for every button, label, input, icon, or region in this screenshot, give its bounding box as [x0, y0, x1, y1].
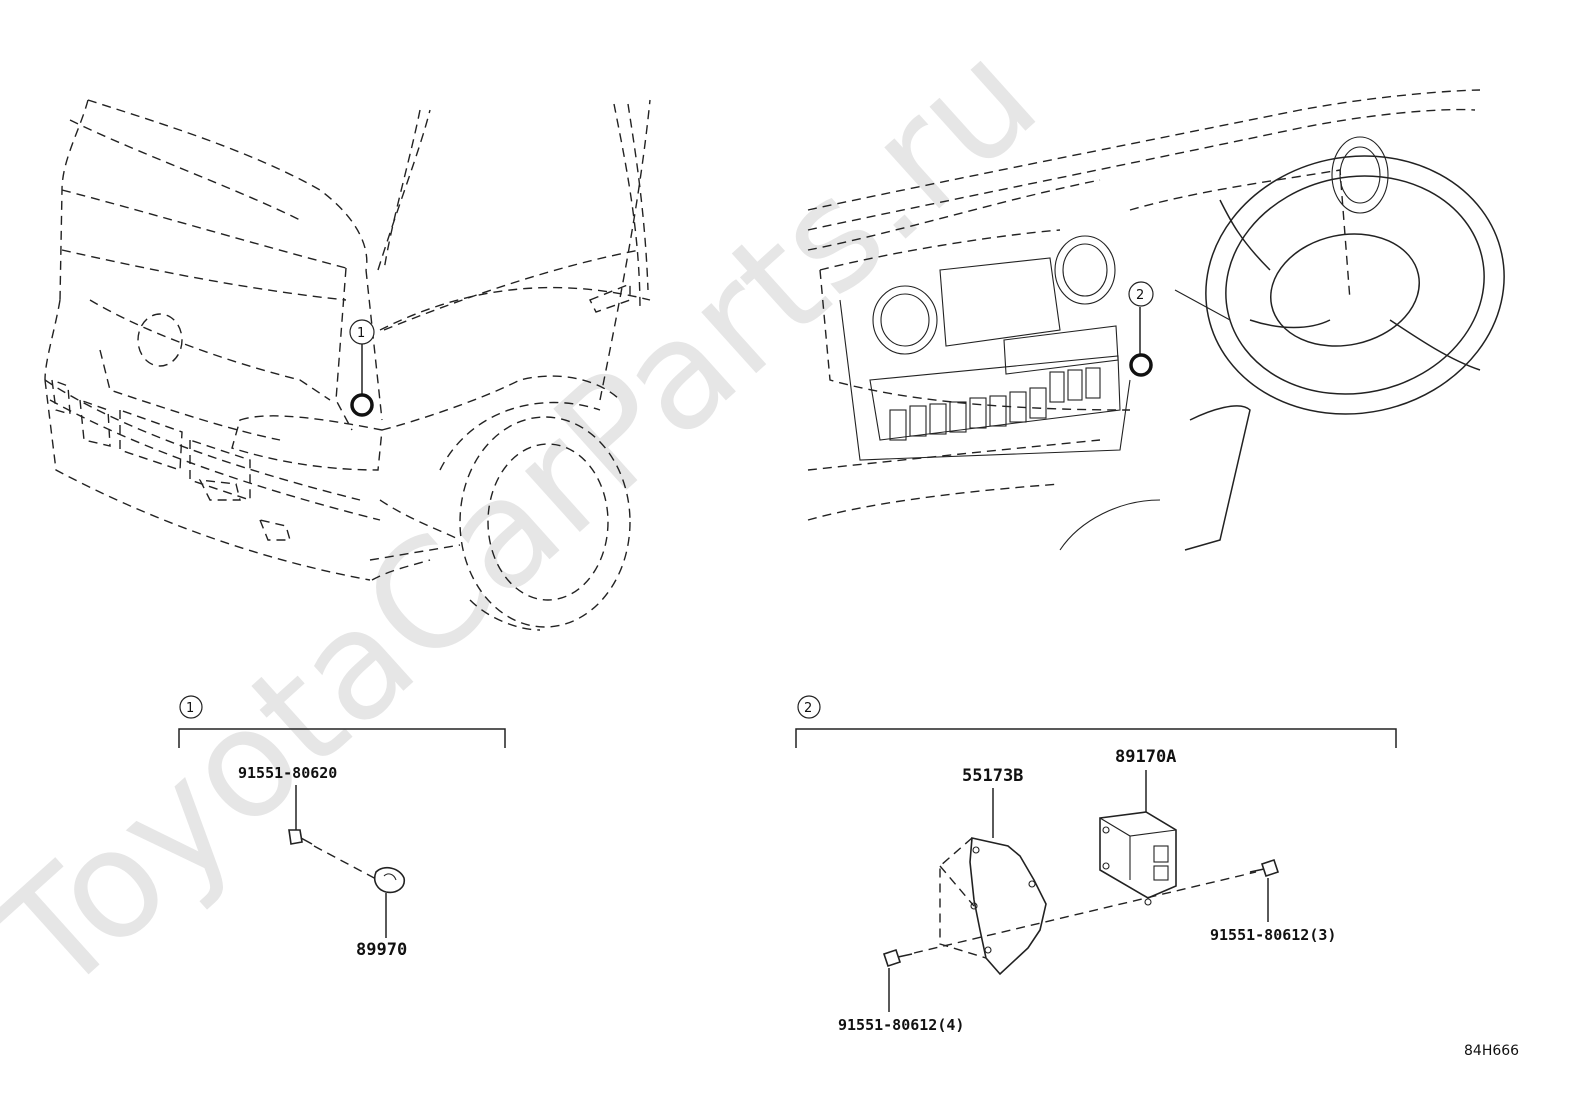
group-1-number: 1 [186, 701, 194, 716]
part-label-91551-80612-4: 91551-80612(4) [838, 1016, 964, 1034]
bolt-right-icon [1249, 858, 1280, 878]
watermark: ToyotaCarParts.ru [0, 10, 1070, 1027]
callout-1-number: 1 [357, 326, 365, 341]
group-2-number: 2 [804, 701, 812, 716]
bolt-icon [288, 829, 313, 845]
bolt-left-icon [882, 948, 913, 968]
sensor-location-marker-1 [350, 393, 374, 417]
diagram-code: 84H666 [1464, 1043, 1519, 1059]
truck-front-illustration: 1 [44, 99, 651, 631]
group-1-bracket [178, 728, 506, 748]
airbag-ecu-icon [1099, 811, 1177, 906]
switch-bank [889, 367, 1101, 441]
dashboard-illustration: 2 [807, 89, 1505, 551]
watermark-text: ToyotaCarParts.ru [0, 10, 1070, 1027]
part-label-89170A: 89170A [1115, 747, 1176, 767]
part-label-91551-80620: 91551-80620 [238, 764, 337, 782]
group-2-bracket [795, 728, 1397, 748]
callout-2-number: 2 [1136, 288, 1144, 303]
group-2-detail: 2 55173B 89170A [795, 695, 1397, 1034]
part-label-91551-80612-3: 91551-80612(3) [1210, 926, 1336, 944]
front-airbag-sensor-icon [373, 866, 406, 894]
part-label-89970: 89970 [356, 940, 407, 960]
group-1-detail: 1 91551-80620 89970 [178, 695, 506, 960]
ecu-location-marker-2 [1129, 353, 1153, 377]
part-label-55173B: 55173B [962, 766, 1023, 786]
ecu-bracket-icon [939, 837, 1047, 976]
